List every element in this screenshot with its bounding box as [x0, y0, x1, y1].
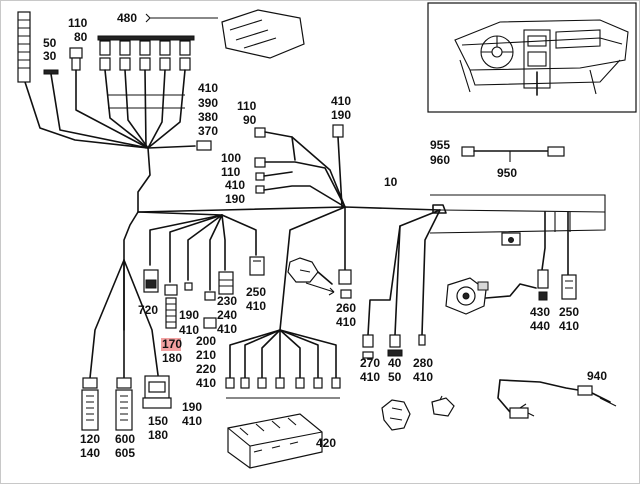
label-410-a: 410 [198, 81, 218, 95]
right-side-components [445, 211, 577, 315]
upper-left-components [17, 11, 212, 151]
label-30: 30 [43, 49, 57, 63]
label-240: 240 [217, 308, 237, 322]
label-90: 90 [243, 113, 257, 127]
lower-left-branches [137, 211, 265, 329]
label-950: 950 [497, 166, 517, 180]
label-605: 605 [115, 446, 135, 460]
label-410-g: 410 [246, 299, 266, 313]
label-50-b: 50 [388, 370, 402, 384]
label-720: 720 [138, 303, 158, 317]
relay-block-480 [97, 9, 305, 149]
label-100: 100 [221, 151, 241, 165]
label-940: 940 [587, 369, 607, 383]
label-480: 480 [117, 11, 137, 25]
label-410-k: 410 [559, 319, 579, 333]
label-50: 50 [43, 36, 57, 50]
label-260: 260 [336, 301, 356, 315]
label-200: 200 [196, 334, 216, 348]
label-150: 150 [148, 414, 168, 428]
label-430: 430 [530, 305, 550, 319]
label-110-a: 110 [68, 16, 88, 30]
label-190-c: 190 [179, 308, 199, 322]
label-955: 955 [430, 138, 450, 152]
label-410-c: 410 [225, 178, 245, 192]
relay-sockets [99, 40, 191, 71]
label-410-h: 410 [336, 315, 356, 329]
label-250-a: 250 [246, 285, 266, 299]
label-600: 600 [115, 432, 135, 446]
label-110-b: 110 [237, 99, 257, 113]
label-110-c: 110 [221, 165, 241, 179]
label-410-b: 410 [331, 94, 351, 108]
highlight-170 [161, 338, 181, 351]
middle-upper-connectors [254, 124, 346, 208]
lower-right-connectors [362, 209, 455, 431]
label-230: 230 [217, 294, 237, 308]
column-switch [287, 206, 352, 299]
bottom-left-connectors [81, 259, 172, 431]
label-390: 390 [198, 96, 218, 110]
label-40: 40 [388, 356, 402, 370]
label-280: 280 [413, 356, 433, 370]
label-410-j: 410 [413, 370, 433, 384]
label-410-d: 410 [179, 323, 199, 337]
label-170: 170 [162, 337, 182, 351]
cable-940 [497, 379, 617, 419]
label-270: 270 [360, 356, 380, 370]
label-190-a: 190 [331, 108, 351, 122]
label-180-a: 180 [162, 351, 182, 365]
label-370: 370 [198, 124, 218, 138]
label-410-e: 410 [217, 322, 237, 336]
label-190-b: 190 [225, 192, 245, 206]
label-10: 10 [384, 175, 398, 189]
label-180-b: 180 [148, 428, 168, 442]
label-410-f: 410 [196, 376, 216, 390]
distribution-420 [225, 206, 346, 469]
label-120: 120 [80, 432, 100, 446]
label-960: 960 [430, 153, 450, 167]
label-190-d: 190 [182, 400, 202, 414]
label-410-i: 410 [360, 370, 380, 384]
label-410-l: 410 [182, 414, 202, 428]
label-250-b: 250 [559, 305, 579, 319]
label-440: 440 [530, 319, 550, 333]
label-380: 380 [198, 110, 218, 124]
reference-labels: 480 110 80 50 30 410 390 380 370 110 90 … [43, 11, 607, 460]
cable-950 [461, 146, 565, 162]
label-80: 80 [74, 30, 88, 44]
dashboard-inset [427, 2, 637, 113]
label-210: 210 [196, 348, 216, 362]
label-220: 220 [196, 362, 216, 376]
label-420: 420 [316, 436, 336, 450]
label-140: 140 [80, 446, 100, 460]
